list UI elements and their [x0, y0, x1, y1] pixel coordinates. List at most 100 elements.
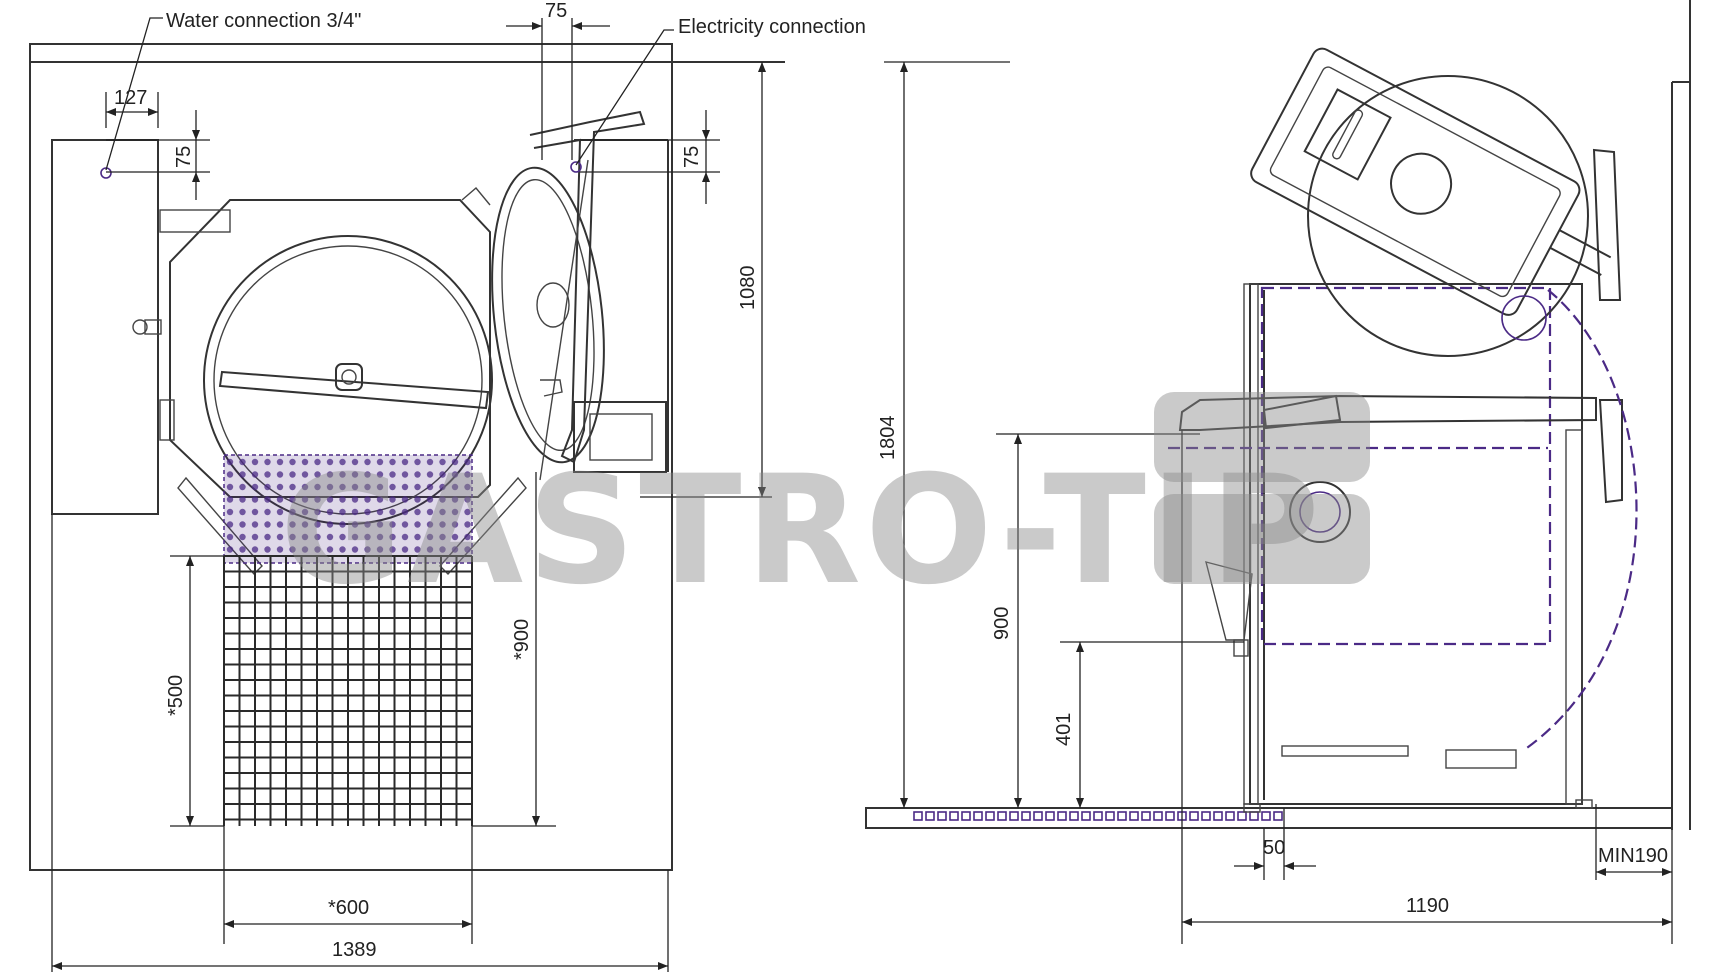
drain-dot [276, 533, 284, 541]
drain-dot [239, 496, 246, 503]
drain-dot [289, 546, 296, 553]
floor-drain-dot [997, 811, 1007, 821]
floor-drain-dot [913, 811, 923, 821]
drain-dot [326, 471, 334, 478]
machine-door [491, 166, 605, 464]
drain-dot [376, 483, 384, 491]
drain-dot [264, 521, 271, 528]
floor-drain-dot [1105, 811, 1115, 821]
machine-body [169, 199, 491, 498]
drain-dot [426, 508, 434, 516]
drain-dot [251, 496, 259, 503]
floor-drain-dot [1165, 811, 1175, 821]
drain-dot [301, 471, 309, 478]
drain-dot [276, 483, 284, 491]
drain-dot [314, 496, 321, 503]
drain-dot [389, 508, 396, 516]
drain-dot [226, 496, 234, 503]
drain-dot [264, 471, 271, 478]
drain-dot [226, 483, 234, 491]
drain-dot [351, 458, 359, 466]
dim-900: 900 [991, 607, 1013, 640]
floor-drain-dots [913, 811, 1283, 821]
drain-dot [339, 471, 346, 478]
drain-dot [451, 508, 459, 516]
drain-dot [401, 546, 409, 553]
dim-75-left: 75 [173, 146, 195, 168]
floor-drain-dot [1189, 811, 1199, 821]
dim-star-600: *600 [328, 897, 369, 919]
drain-dot [464, 508, 471, 516]
drain-dot [239, 483, 246, 491]
dim-50: 50 [1263, 837, 1285, 859]
floor-drain-dot [1069, 811, 1079, 821]
drain-dot [239, 471, 246, 478]
drain-dot [326, 546, 334, 553]
drain-dot [364, 546, 371, 553]
dim-1389: 1389 [332, 939, 377, 961]
drain-dot [439, 521, 446, 528]
drain-dot [289, 483, 296, 491]
drain-dot [414, 508, 421, 516]
drain-dot [464, 533, 471, 541]
watermark: GASTRO-TIP [280, 392, 1370, 618]
drain-dot [264, 546, 271, 553]
drain-dot [414, 471, 421, 478]
dim-star-500: *500 [165, 675, 187, 716]
drain-dot [301, 458, 309, 466]
drain-dot [439, 546, 446, 553]
drain-dot [339, 508, 346, 516]
drain-dot [464, 483, 471, 491]
floor-drain-dot [961, 811, 971, 821]
floor-drain-dot [1225, 811, 1235, 821]
floor-drain-dot [1141, 811, 1151, 821]
drain-dot [289, 521, 296, 528]
drain-dot [314, 483, 321, 491]
drain-dot [389, 458, 396, 466]
drain-dot [414, 521, 421, 528]
dim-star-900: *900 [511, 619, 533, 660]
drain-dot [401, 508, 409, 516]
wall-unit [51, 139, 159, 515]
drain-dot [239, 508, 246, 516]
drain-dot [439, 496, 446, 503]
drain-dot [301, 508, 309, 516]
drain-zone-dots [226, 458, 471, 553]
dim-min190: MIN190 [1598, 845, 1668, 867]
floor-grid [223, 555, 473, 826]
drain-dot [326, 458, 334, 466]
drain-dot [389, 546, 396, 553]
drain-dot [376, 546, 384, 553]
drum-inner [213, 245, 483, 515]
drain-dot [226, 471, 234, 478]
drain-dot [464, 471, 471, 478]
drain-dot [264, 533, 271, 541]
dim-127: 127 [114, 87, 147, 109]
drain-dot [401, 483, 409, 491]
drain-dot [239, 458, 246, 466]
floor-drain-dot [985, 811, 995, 821]
drain-dot [226, 521, 234, 528]
drain-dot [451, 496, 459, 503]
drain-dot [314, 521, 321, 528]
dim-75-top: 75 [545, 0, 567, 22]
drain-dot [401, 458, 409, 466]
drain-dot [239, 521, 246, 528]
drain-dot [264, 483, 271, 491]
floor-drain-dot [1021, 811, 1031, 821]
drain-dot [301, 546, 309, 553]
drain-dot [339, 483, 346, 491]
drain-dot [251, 508, 259, 516]
drain-dot [226, 546, 234, 553]
drain-dot [351, 483, 359, 491]
side-view [865, 0, 1691, 830]
drain-dot [451, 483, 459, 491]
drain-dot [226, 458, 234, 466]
drain-dot [439, 458, 446, 466]
drain-dot [339, 521, 346, 528]
tilted-frame [1250, 47, 1612, 316]
drain-dot [439, 508, 446, 516]
floor-drain-dot [1273, 811, 1283, 821]
drain-dot [289, 533, 296, 541]
